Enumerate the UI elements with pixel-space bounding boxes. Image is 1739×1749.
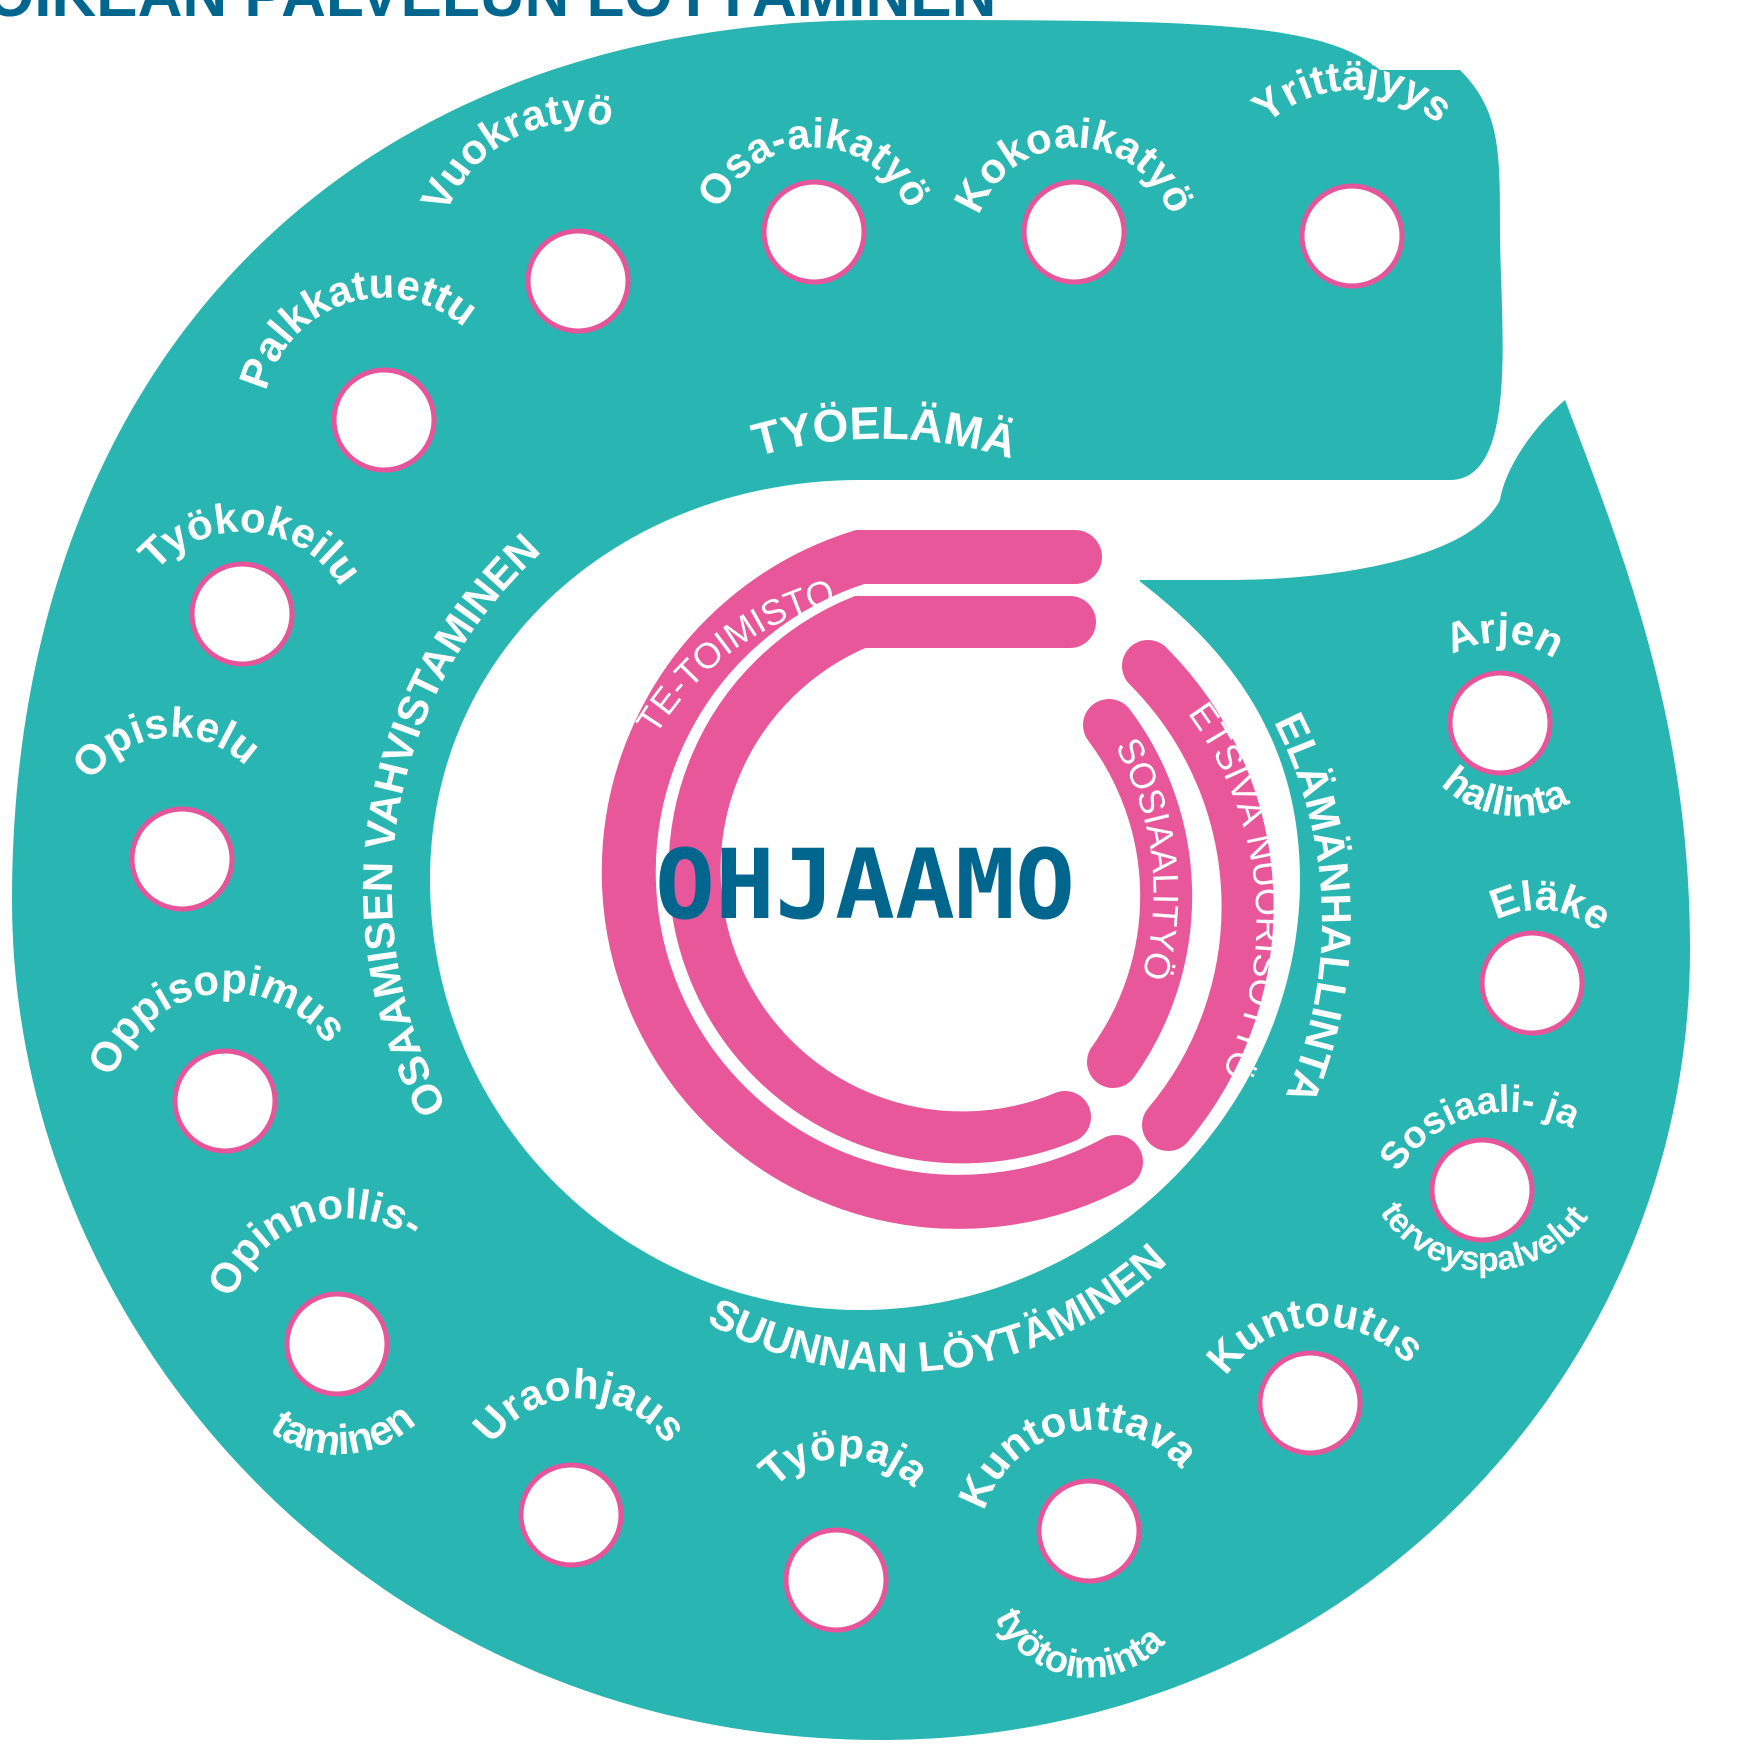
- node-opinnollistaminen: [284, 1291, 390, 1397]
- node-uraohjaus: [518, 1462, 624, 1568]
- node-elake: [1479, 930, 1585, 1036]
- node-yrittajyys: [1299, 183, 1405, 289]
- node-arjen-hallinta: [1447, 670, 1553, 776]
- node-sosiaali-ja-terveyspalvelut: [1429, 1137, 1535, 1243]
- arc-te-toimisto: [668, 596, 1096, 1164]
- arc-etsiva-nuorisotyo: [1122, 640, 1274, 1151]
- arc-kunnan-tyovalmentaja: [601, 530, 1143, 1229]
- node-kokoaikatyo: [1021, 179, 1127, 285]
- ohjaamo-logo: OHJAAMO: [655, 829, 1075, 941]
- node-vuokratyo: [525, 228, 631, 334]
- node-opiskelu: [129, 806, 235, 912]
- node-kuntoutus: [1257, 1350, 1363, 1456]
- arc-sosiaalityo: [1083, 699, 1193, 1088]
- node-oppisopimus: [172, 1048, 278, 1154]
- node-palkkatuettu-tyo: [331, 367, 437, 473]
- node-tyopaja: [783, 1527, 889, 1633]
- node-osa-aikatyo: [761, 179, 867, 285]
- node-tyokokeilu: [189, 561, 295, 667]
- teal-spiral-band: [12, 20, 1690, 1740]
- node-kuntouttava-tyotoiminta: [1036, 1478, 1142, 1584]
